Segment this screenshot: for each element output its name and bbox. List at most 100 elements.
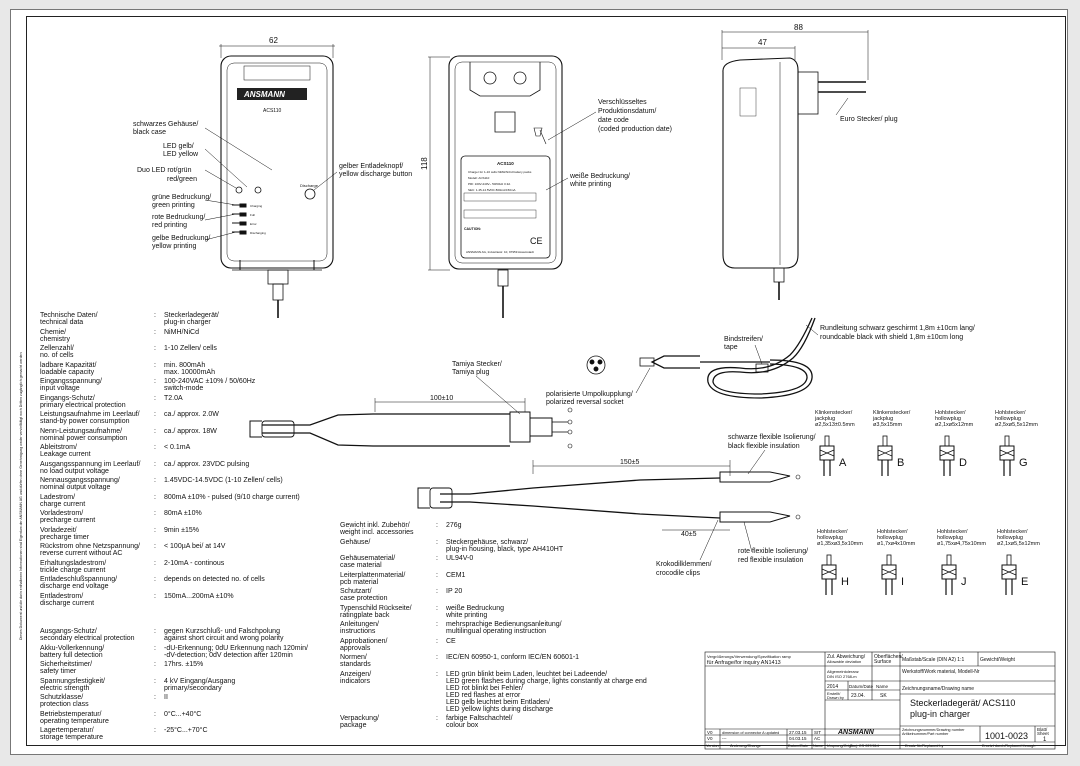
- spec-key-line: Akku-Vollerkennung/: [40, 644, 105, 652]
- sidebar-copyright-text: Dieses Dokument und die darin enthaltene…: [19, 352, 23, 640]
- spec-value: Steckergehäuse, schwarz/plug-in housing,…: [446, 539, 686, 553]
- svg-text:Tamiya plug: Tamiya plug: [452, 369, 489, 376]
- plug-size: ø2,1xø5x12mm: [935, 422, 974, 428]
- plug-size: ø3,5x15mm: [873, 422, 902, 428]
- plug-pin: [1004, 435, 1010, 447]
- svg-text:polarized reversal socket: polarized reversal socket: [546, 399, 623, 406]
- spec-value-line: max. 10000mAh: [164, 368, 215, 376]
- svg-text:Duo LED rot/grün: Duo LED rot/grün: [137, 167, 192, 174]
- svg-text:1: 1: [1043, 737, 1047, 743]
- spec-colon: :: [154, 444, 156, 451]
- plug-leads: [881, 460, 889, 476]
- spec-colon: :: [436, 588, 438, 595]
- spec-value-line: 2-10mA - continous: [164, 559, 225, 567]
- plug-leads: [825, 579, 833, 595]
- plug-grip: [877, 449, 893, 457]
- svg-text:red printing: red printing: [152, 222, 187, 229]
- spec-key-line: trickle charge current: [40, 566, 106, 574]
- spec-value: mehrsprachige Bedienungsanleitung/multil…: [446, 621, 686, 635]
- spec-value: < 0.1mA: [164, 444, 404, 451]
- svg-text:grüne Bedruckung/: grüne Bedruckung/: [152, 194, 211, 201]
- back-rating-line-4: SEC: 1.45-14.5VDC 800mA/150mA: [468, 188, 516, 192]
- spec-value-line: depends on detected no. of cells: [164, 576, 265, 583]
- spec-key-line: Entladestrom/: [40, 592, 84, 600]
- spec-key-line: Sicherheitstimer/: [40, 661, 93, 668]
- spec-colon: :: [154, 559, 156, 567]
- front-print-full: Full: [250, 213, 255, 217]
- spec-value-line: NiMH/NiCd: [164, 328, 199, 336]
- plug-leads: [823, 460, 831, 476]
- ce-mark: CE: [530, 236, 543, 246]
- svg-text:Vergrößerungs/Verwendung/Spezi: Vergrößerungs/Verwendung/Spezifikation r…: [707, 654, 792, 659]
- spec-value-line: gegen Kurzschluß- und Falschpolung: [164, 628, 280, 635]
- svg-text:gelbe Bedruckung/: gelbe Bedruckung/: [152, 235, 210, 242]
- spec-colon: :: [154, 510, 156, 517]
- side-view: [721, 30, 869, 300]
- svg-text:crocodile clips: crocodile clips: [656, 570, 700, 577]
- plug-pin: [944, 435, 950, 447]
- plug-leads: [943, 460, 951, 476]
- spec-key: Chemie/chemistry: [40, 329, 165, 343]
- spec-colon: :: [436, 555, 438, 562]
- spec-value-line: UL94V-0: [446, 555, 474, 562]
- spec-key: Verpackung/package: [340, 715, 438, 729]
- spec-colon: :: [154, 378, 156, 385]
- spec-value-line: -dU-Erkennung; 0dU Erkennung nach 120min…: [164, 644, 308, 652]
- svg-text:roundcable black with shield 1: roundcable black with shield 1,8m ±10cm …: [820, 334, 963, 341]
- spec-colon: :: [154, 312, 156, 319]
- spec-key-line: safety timer: [40, 668, 77, 675]
- back-rating-line-3: PRI: 100V-240V~ 50/60Hz 0.3A: [468, 182, 510, 186]
- spec-value-line: LED rot blinkt bei Fehler/: [446, 684, 524, 692]
- svg-text:dimension of connector A updat: dimension of connector A updated: [722, 731, 779, 735]
- spec-key-line: storage temperature: [40, 734, 104, 741]
- spec-key: Spannungsfestigkeit/electric strength: [40, 678, 165, 692]
- spec-key-line: Anzeigen/: [340, 670, 372, 678]
- plug-letter: H: [841, 576, 849, 588]
- spec-key: Erhaltungsladestrom/trickle charge curre…: [40, 560, 165, 574]
- svg-text:Proj. CS 037/814: Proj. CS 037/814: [850, 744, 879, 748]
- svg-text:Drawn by: Drawn by: [827, 695, 844, 700]
- svg-text:green printing: green printing: [152, 202, 195, 209]
- dim-cable-100: 100±10: [430, 395, 453, 402]
- spec-key-line: battery full detection: [40, 651, 103, 659]
- spec-value-line: ca./ approx. 2.0W: [164, 411, 219, 418]
- spec-value-line: IEC/EN 60950-1, conform IEC/EN 60601-1: [446, 654, 580, 661]
- spec-key-line: Normen/: [340, 654, 367, 661]
- svg-text:plug-in charger: plug-in charger: [910, 709, 970, 719]
- spec-key: Ausgangsspannung im Leerlauf/no load out…: [40, 461, 165, 475]
- spec-key-line: Chemie/: [40, 328, 67, 336]
- spec-key: Anzeigen/indicators: [340, 671, 438, 685]
- spec-key-line: precharge current: [40, 517, 96, 524]
- dim-depth-47: 47: [758, 38, 767, 47]
- spec-key-line: Betriebstemperatur/: [40, 710, 102, 718]
- spec-value-line: multilingual operating instruction: [446, 628, 546, 635]
- front-callout-discharge-button: gelber Entladeknopf/ yellow discharge bu…: [339, 163, 412, 178]
- svg-text:(coded production date): (coded production date): [598, 126, 672, 133]
- svg-text:black flexible insulation: black flexible insulation: [728, 443, 800, 450]
- svg-text:Rundleitung schwarz geschirmt: Rundleitung schwarz geschirmt 1,8m ±10cm…: [820, 325, 975, 332]
- plug-size: ø2,1xø5,5x12mm: [997, 541, 1040, 547]
- back-footer-address: ANSMANN AG, Industriestr. 10, 97959 Assa…: [466, 250, 534, 254]
- spec-value-line: colour box: [446, 722, 479, 729]
- callout-black-insulation: schwarze flexible Isolierung/ black flex…: [728, 434, 816, 450]
- svg-text:DIN ISO 2768-m: DIN ISO 2768-m: [827, 674, 857, 679]
- spec-key: Leistungsaufnahme im Leerlauf/stand-by p…: [40, 411, 165, 425]
- spec-key-line: standards: [340, 661, 371, 668]
- spec-value-line: LED green flashes during charge, lights …: [446, 677, 647, 685]
- plug-grip: [939, 449, 955, 457]
- dim-height-118: 118: [420, 157, 429, 170]
- spec-key-line: case protection: [340, 595, 388, 602]
- svg-text:Ersetzt durch/Replaced through: Ersetzt durch/Replaced through: [982, 744, 1035, 748]
- spec-colon: :: [436, 637, 438, 645]
- front-print-discharging: Discharging: [250, 231, 266, 235]
- spec-key-line: Leiterplattenmaterial/: [340, 571, 406, 579]
- front-print-charging: Charging: [250, 204, 263, 208]
- spec-value: -dU-Erkennung; 0dU Erkennung nach 120min…: [164, 645, 404, 659]
- spec-colon: :: [154, 345, 156, 352]
- plug-size: ø1,75xø4,75x10mm: [937, 541, 986, 547]
